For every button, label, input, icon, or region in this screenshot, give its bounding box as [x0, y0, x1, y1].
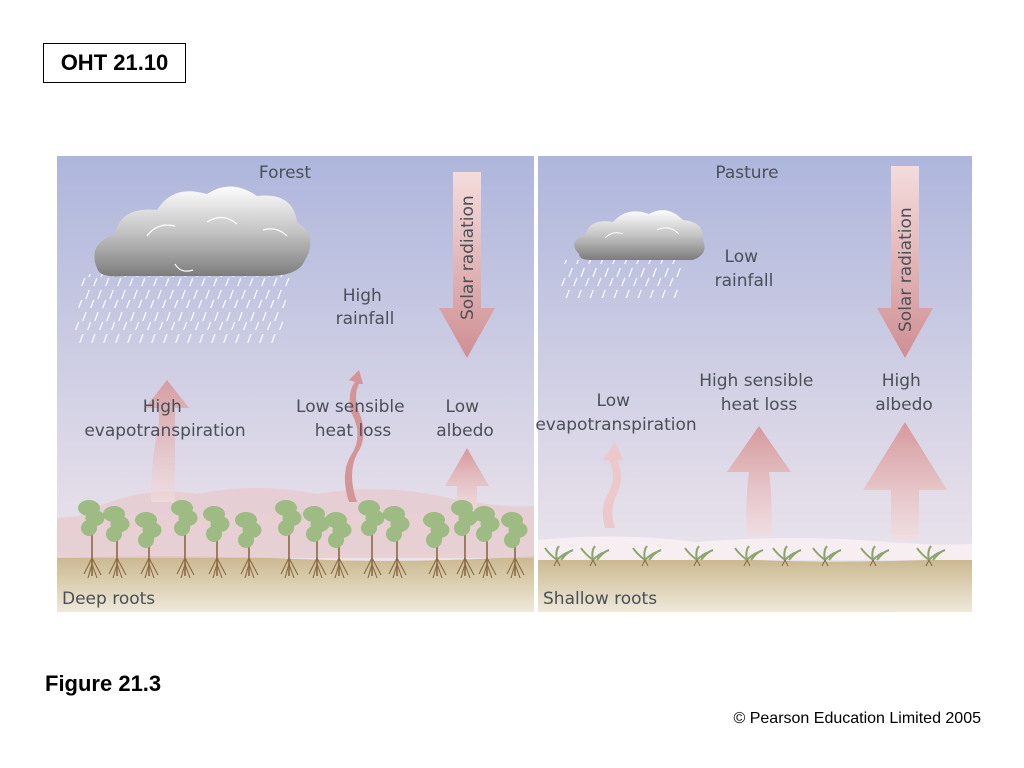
grass-tuft	[580, 545, 610, 567]
forest-roots-label: Deep roots	[62, 589, 155, 609]
grass-tuft	[734, 545, 764, 567]
forest-soil	[57, 556, 534, 612]
tree	[303, 506, 330, 579]
grass-tuft	[772, 545, 802, 567]
grass-tuft	[916, 545, 946, 567]
grass-tuft	[860, 545, 890, 567]
tree	[473, 506, 500, 579]
grass-tuft	[812, 545, 842, 567]
pasture-grass	[544, 545, 946, 567]
tree	[135, 512, 162, 579]
forest-title: Forest	[259, 163, 312, 183]
forest-solar-radiation-arrow: Solar radiation	[439, 172, 495, 358]
pasture-heat-loss-arrow	[727, 426, 791, 536]
pasture-rainfall-label: Low rainfall	[715, 247, 774, 291]
pasture-solar-radiation-arrow: Solar radiation	[877, 166, 933, 358]
tree	[78, 500, 105, 579]
pasture-evapotranspiration-arrow	[602, 442, 623, 528]
copyright-notice: © Pearson Education Limited 2005	[733, 710, 982, 727]
tree	[325, 512, 352, 579]
pasture-evapotranspiration-label: Low evapotranspiration	[535, 391, 696, 435]
figure-caption: Figure 21.3	[45, 671, 162, 696]
tree	[275, 500, 302, 579]
forest-albedo-arrow	[445, 448, 489, 512]
pasture-albedo-label: High albedo	[875, 371, 933, 415]
forest-rainfall-label: High rainfall	[336, 286, 395, 329]
tree	[423, 512, 450, 579]
pasture-small-cloud	[559, 210, 705, 298]
tree	[171, 500, 198, 579]
tree	[383, 506, 410, 579]
light-rain	[559, 260, 685, 298]
heavy-rain	[70, 274, 291, 344]
pasture-solar-label: Solar radiation	[896, 207, 916, 332]
pasture-soil	[538, 558, 972, 612]
tree	[451, 500, 478, 579]
pasture-title: Pasture	[715, 163, 778, 183]
forest-solar-label: Solar radiation	[458, 195, 478, 320]
pasture-panel: Solar radiation Pasture Low rainfall Low…	[535, 156, 972, 612]
pasture-albedo-arrow	[863, 422, 947, 540]
panel-divider	[534, 156, 538, 612]
forest-evapotranspiration-label: High evapotranspiration	[84, 397, 245, 441]
tree	[501, 512, 528, 579]
tree	[235, 512, 262, 579]
pasture-roots-label: Shallow roots	[543, 589, 657, 609]
forest-trees	[78, 500, 528, 579]
tree	[358, 500, 385, 579]
tree	[203, 506, 230, 579]
grass-tuft	[684, 545, 714, 567]
forest-pasture-diagram: Solar radiation Forest High rainfall Hig…	[57, 156, 972, 612]
forest-heat-loss-arrow	[344, 370, 364, 502]
forest-evapotranspiration-arrow	[145, 380, 189, 502]
grass-tuft	[544, 545, 574, 567]
pasture-heat-loss-label: High sensible heat loss	[699, 371, 819, 415]
pasture-ground-haze	[538, 536, 972, 560]
forest-albedo-label: Low albedo	[436, 397, 494, 441]
tree	[103, 506, 130, 579]
forest-panel: Solar radiation Forest High rainfall Hig…	[57, 156, 534, 612]
forest-storm-cloud	[70, 186, 311, 344]
grass-tuft	[632, 545, 662, 567]
forest-heat-loss-label: Low sensible heat loss	[296, 397, 410, 441]
slide-label: OHT 21.10	[43, 43, 186, 83]
